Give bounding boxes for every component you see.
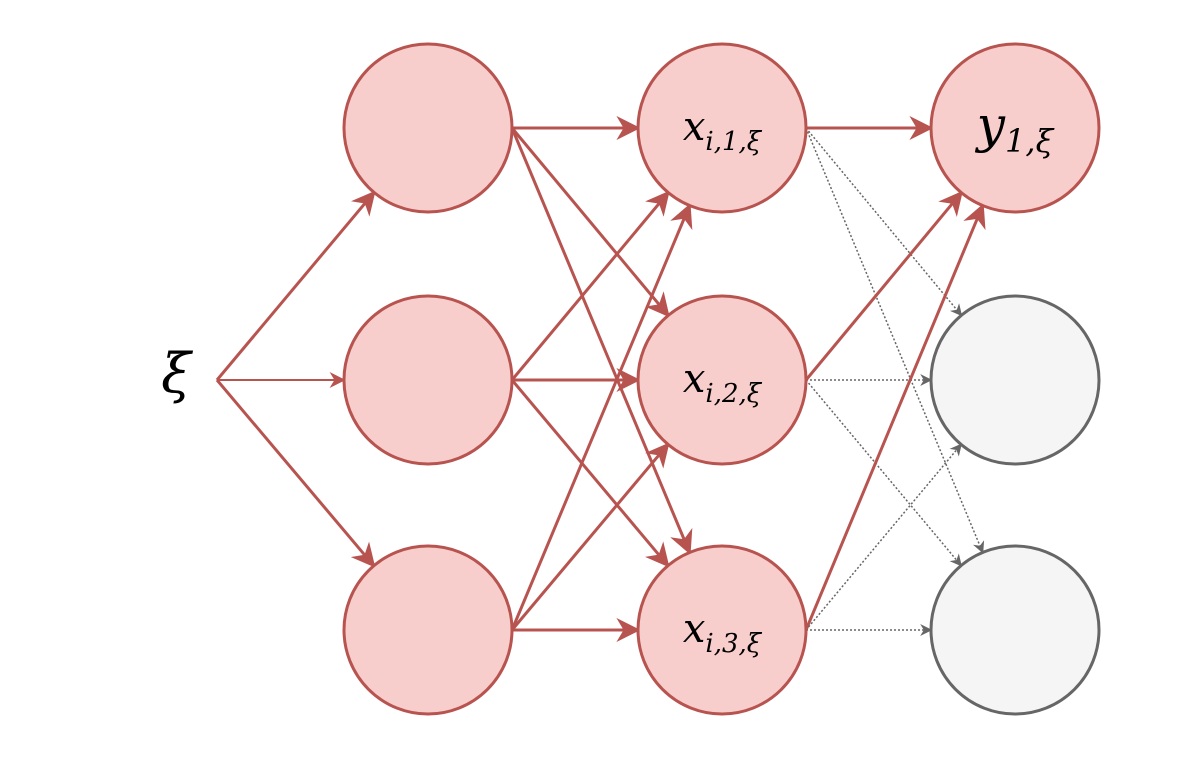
output-node-1-label-main: y (975, 96, 1006, 154)
edge-h3-to-m1 (510, 203, 693, 631)
output-node-1-circle (929, 42, 1101, 214)
edge-m1-to-o2 (805, 127, 963, 317)
hidden-node-1 (342, 42, 514, 214)
edge-m3-to-o1 (804, 203, 986, 631)
middle-node-3-circle (636, 544, 808, 716)
middle-node-2: xi,2,ξ (636, 294, 808, 466)
hidden-node-3 (342, 544, 514, 716)
edges-layer (215, 116, 986, 642)
hidden-node-3-circle (342, 544, 514, 716)
middle-node-1-label-main: x (683, 104, 706, 150)
nodes-layer: xi,1,ξxi,2,ξxi,3,ξy1,ξ (342, 42, 1101, 716)
edge-h1-to-m2 (510, 127, 670, 318)
middle-node-3-label-main: x (683, 606, 706, 652)
middle-node-2-label-main: x (683, 356, 706, 402)
hidden-node-1-circle (342, 42, 514, 214)
edge-h2-to-m3 (510, 379, 670, 568)
output-node-2-circle (929, 294, 1101, 466)
edge-h3-to-m2 (510, 442, 670, 631)
hidden-node-2 (342, 294, 514, 466)
middle-node-3-label-sub: i,3,ξ (705, 629, 762, 659)
middle-node-1-label-sub: i,1,ξ (705, 127, 762, 157)
input-symbol-xi: ξ (161, 342, 193, 405)
middle-node-2-label-sub: i,2,ξ (705, 379, 762, 409)
edge-h2-to-m1 (510, 190, 670, 381)
edge-m2-to-o1 (804, 190, 963, 381)
middle-node-2-label: xi,2,ξ (683, 356, 763, 409)
middle-node-1-label: xi,1,ξ (683, 104, 763, 157)
edge-m3-to-o2 (805, 443, 962, 631)
edge-m2-to-o3 (805, 379, 962, 567)
middle-node-1-circle (636, 42, 808, 214)
output-node-1-label-sub: 1,ξ (1005, 122, 1055, 160)
hidden-node-2-circle (342, 294, 514, 466)
edge-m1-to-o3 (805, 127, 985, 554)
middle-node-1: xi,1,ξ (636, 42, 808, 214)
output-node-1: y1,ξ (929, 42, 1101, 214)
edge-h1-to-m3 (510, 127, 693, 555)
output-node-3 (929, 544, 1101, 716)
output-node-2 (929, 294, 1101, 466)
edge-input-to-h1 (215, 190, 376, 381)
middle-node-3-label: xi,3,ξ (683, 606, 763, 659)
output-node-1-label: y1,ξ (975, 96, 1055, 160)
middle-node-3: xi,3,ξ (636, 544, 808, 716)
middle-node-2-circle (636, 294, 808, 466)
edge-input-to-h3 (215, 379, 376, 568)
output-node-3-circle (929, 544, 1101, 716)
